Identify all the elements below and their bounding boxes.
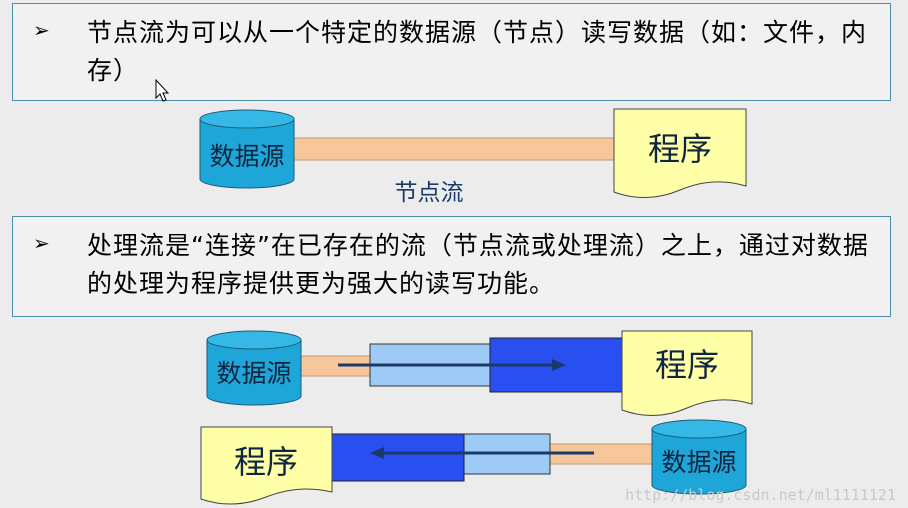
- bullet-text-node-stream: 节点流为可以从一个特定的数据源（节点）读写数据（如：文件，内存）: [87, 18, 868, 85]
- arrowhead-right-icon: [552, 359, 566, 371]
- data-source-cylinder: 数据源: [651, 419, 747, 495]
- diagram-node-stream: 数据源 程序 节点流: [199, 108, 747, 206]
- bullet-box-processing-stream: ➢ 处理流是“连接”在已存在的流（节点流或处理流）之上，通过对数据的处理为程序提…: [12, 216, 891, 317]
- diagram-processing-write: 程序 数据源: [200, 419, 747, 505]
- processing-stream-dark: [331, 433, 465, 482]
- program-document: 程序: [621, 330, 753, 417]
- pipe: [291, 137, 615, 161]
- mouse-cursor-icon: [155, 78, 170, 102]
- program-document: 程序: [613, 108, 747, 199]
- program-label: 程序: [648, 130, 712, 168]
- node-stream-label: 节点流: [395, 180, 464, 206]
- arrowhead-left-icon: [370, 447, 384, 459]
- data-source-label: 数据源: [209, 142, 284, 171]
- bullet-arrow-icon: ➢: [33, 231, 50, 255]
- data-source-cylinder: 数据源: [199, 109, 295, 189]
- bullet-text-processing-stream: 处理流是“连接”在已存在的流（节点流或处理流）之上，通过对数据的处理为程序提供更…: [87, 231, 869, 298]
- program-label: 程序: [655, 346, 719, 384]
- data-source-label: 数据源: [661, 448, 736, 477]
- diagram-processing-read: 数据源 程序: [206, 330, 753, 417]
- program-document: 程序: [200, 426, 333, 505]
- data-source-cylinder: 数据源: [206, 330, 302, 406]
- watermark: http://blog.csdn.net/ml1111121: [625, 486, 896, 504]
- bullet-arrow-icon: ➢: [33, 18, 50, 42]
- data-source-label: 数据源: [216, 359, 291, 388]
- program-label: 程序: [234, 443, 298, 481]
